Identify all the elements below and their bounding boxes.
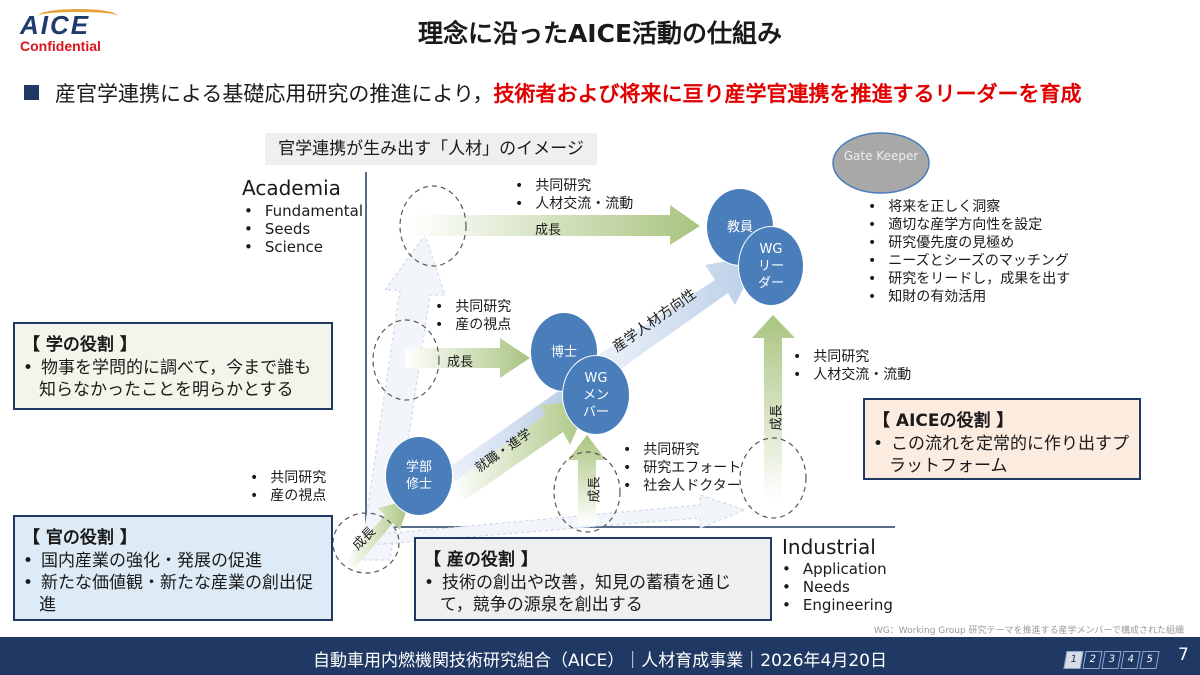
faint-right-arrow xyxy=(369,494,747,546)
page-5[interactable]: 5 xyxy=(1139,651,1160,669)
industrial-label: Industrial xyxy=(782,535,876,559)
page-1[interactable]: 1 xyxy=(1063,651,1084,669)
diagram-caption: 官学連携が生み出す「人材」のイメージ xyxy=(265,133,597,165)
note-right: 共同研究人材交流・流動 xyxy=(793,348,911,384)
career-arrow-head xyxy=(450,400,590,500)
growth-arrow-top xyxy=(410,205,700,245)
role-aice-box: 【 AICEの役割 】 この流れを定常的に作り出すプラットフォーム xyxy=(863,398,1141,480)
note-top: 共同研究人材交流・流動 xyxy=(515,177,633,213)
page-2[interactable]: 2 xyxy=(1082,651,1103,669)
academia-label: Academia xyxy=(242,176,341,200)
lead-highlight: 技術者および将来に亘り産学官連携を推進するリーダーを育成 xyxy=(493,82,1082,106)
role-government-box: 【 官の役割 】 国内産業の強化・発展の促進新たな価値観・新たな産業の創出促進 xyxy=(13,515,333,621)
growth-label-right: 成長 xyxy=(769,404,785,431)
growth-label-mid: 成長 xyxy=(447,355,474,370)
dashed-circles xyxy=(332,185,807,574)
note-bottom: 共同研究研究エフォート社会人ドクター xyxy=(623,441,741,495)
growth-arrow-mid xyxy=(405,338,530,378)
growth-arrow-bottom xyxy=(568,435,606,525)
growth-arrow-right xyxy=(752,315,795,500)
role-industry-box: 【 産の役割 】 技術の創出や改善，知見の蓄積を通じて，競争の源泉を創出する xyxy=(414,537,772,621)
confidential-label: Confidential xyxy=(20,38,101,54)
footer-text: 自動車用内燃機関技術研究組合（AICE）｜人材育成事業｜2026年4月20日 xyxy=(313,651,887,671)
gatekeeper-label: Gate Keeper xyxy=(843,149,919,163)
node-wg-leader: WG リー ダー xyxy=(738,226,804,306)
academia-list: FundamentalSeedsScience xyxy=(244,202,363,256)
industrial-list: ApplicationNeedsEngineering xyxy=(782,560,893,614)
node-undergrad: 学部 修士 xyxy=(385,436,453,516)
aice-logo: AICE Confidential xyxy=(20,9,120,54)
node-wg-member: WG メン バー xyxy=(562,355,630,435)
note-low: 共同研究産の視点 xyxy=(250,469,326,505)
footnote: WG：Working Group 研究テーマを推進する産学メンバーで構成された組… xyxy=(873,626,1184,636)
note-mid: 共同研究産の視点 xyxy=(435,298,511,334)
growth-label-bottom: 成長 xyxy=(587,476,603,503)
page-4[interactable]: 4 xyxy=(1120,651,1141,669)
page-3[interactable]: 3 xyxy=(1101,651,1122,669)
gatekeeper-list: 将来を正しく洞察適切な産学方向性を設定研究優先度の見極めニーズとシーズのマッチン… xyxy=(868,198,1070,306)
page-title: 理念に沿ったAICE活動の仕組み xyxy=(417,19,783,48)
growth-label-top: 成長 xyxy=(535,223,562,238)
role-academia-box: 【 学の役割 】 物事を学問的に調べて，今まで誰も知らなかったことを明らかとする xyxy=(13,322,333,410)
faint-up-arrow xyxy=(359,233,446,561)
career-arrow xyxy=(445,390,570,485)
square-bullet-icon xyxy=(24,85,39,100)
lead-text: 産官学連携による基礎応用研究の推進により，技術者および将来に亘り産学官連携を推進… xyxy=(24,78,1081,108)
gatekeeper-ellipse xyxy=(832,132,930,194)
footer: 自動車用内燃機関技術研究組合（AICE）｜人材育成事業｜2026年4月20日 1… xyxy=(0,637,1200,675)
diagram-graphics xyxy=(332,132,930,574)
growth-arrow-start xyxy=(345,500,410,568)
direction-arrow xyxy=(590,255,760,380)
slide-number: 7 xyxy=(1178,645,1189,665)
